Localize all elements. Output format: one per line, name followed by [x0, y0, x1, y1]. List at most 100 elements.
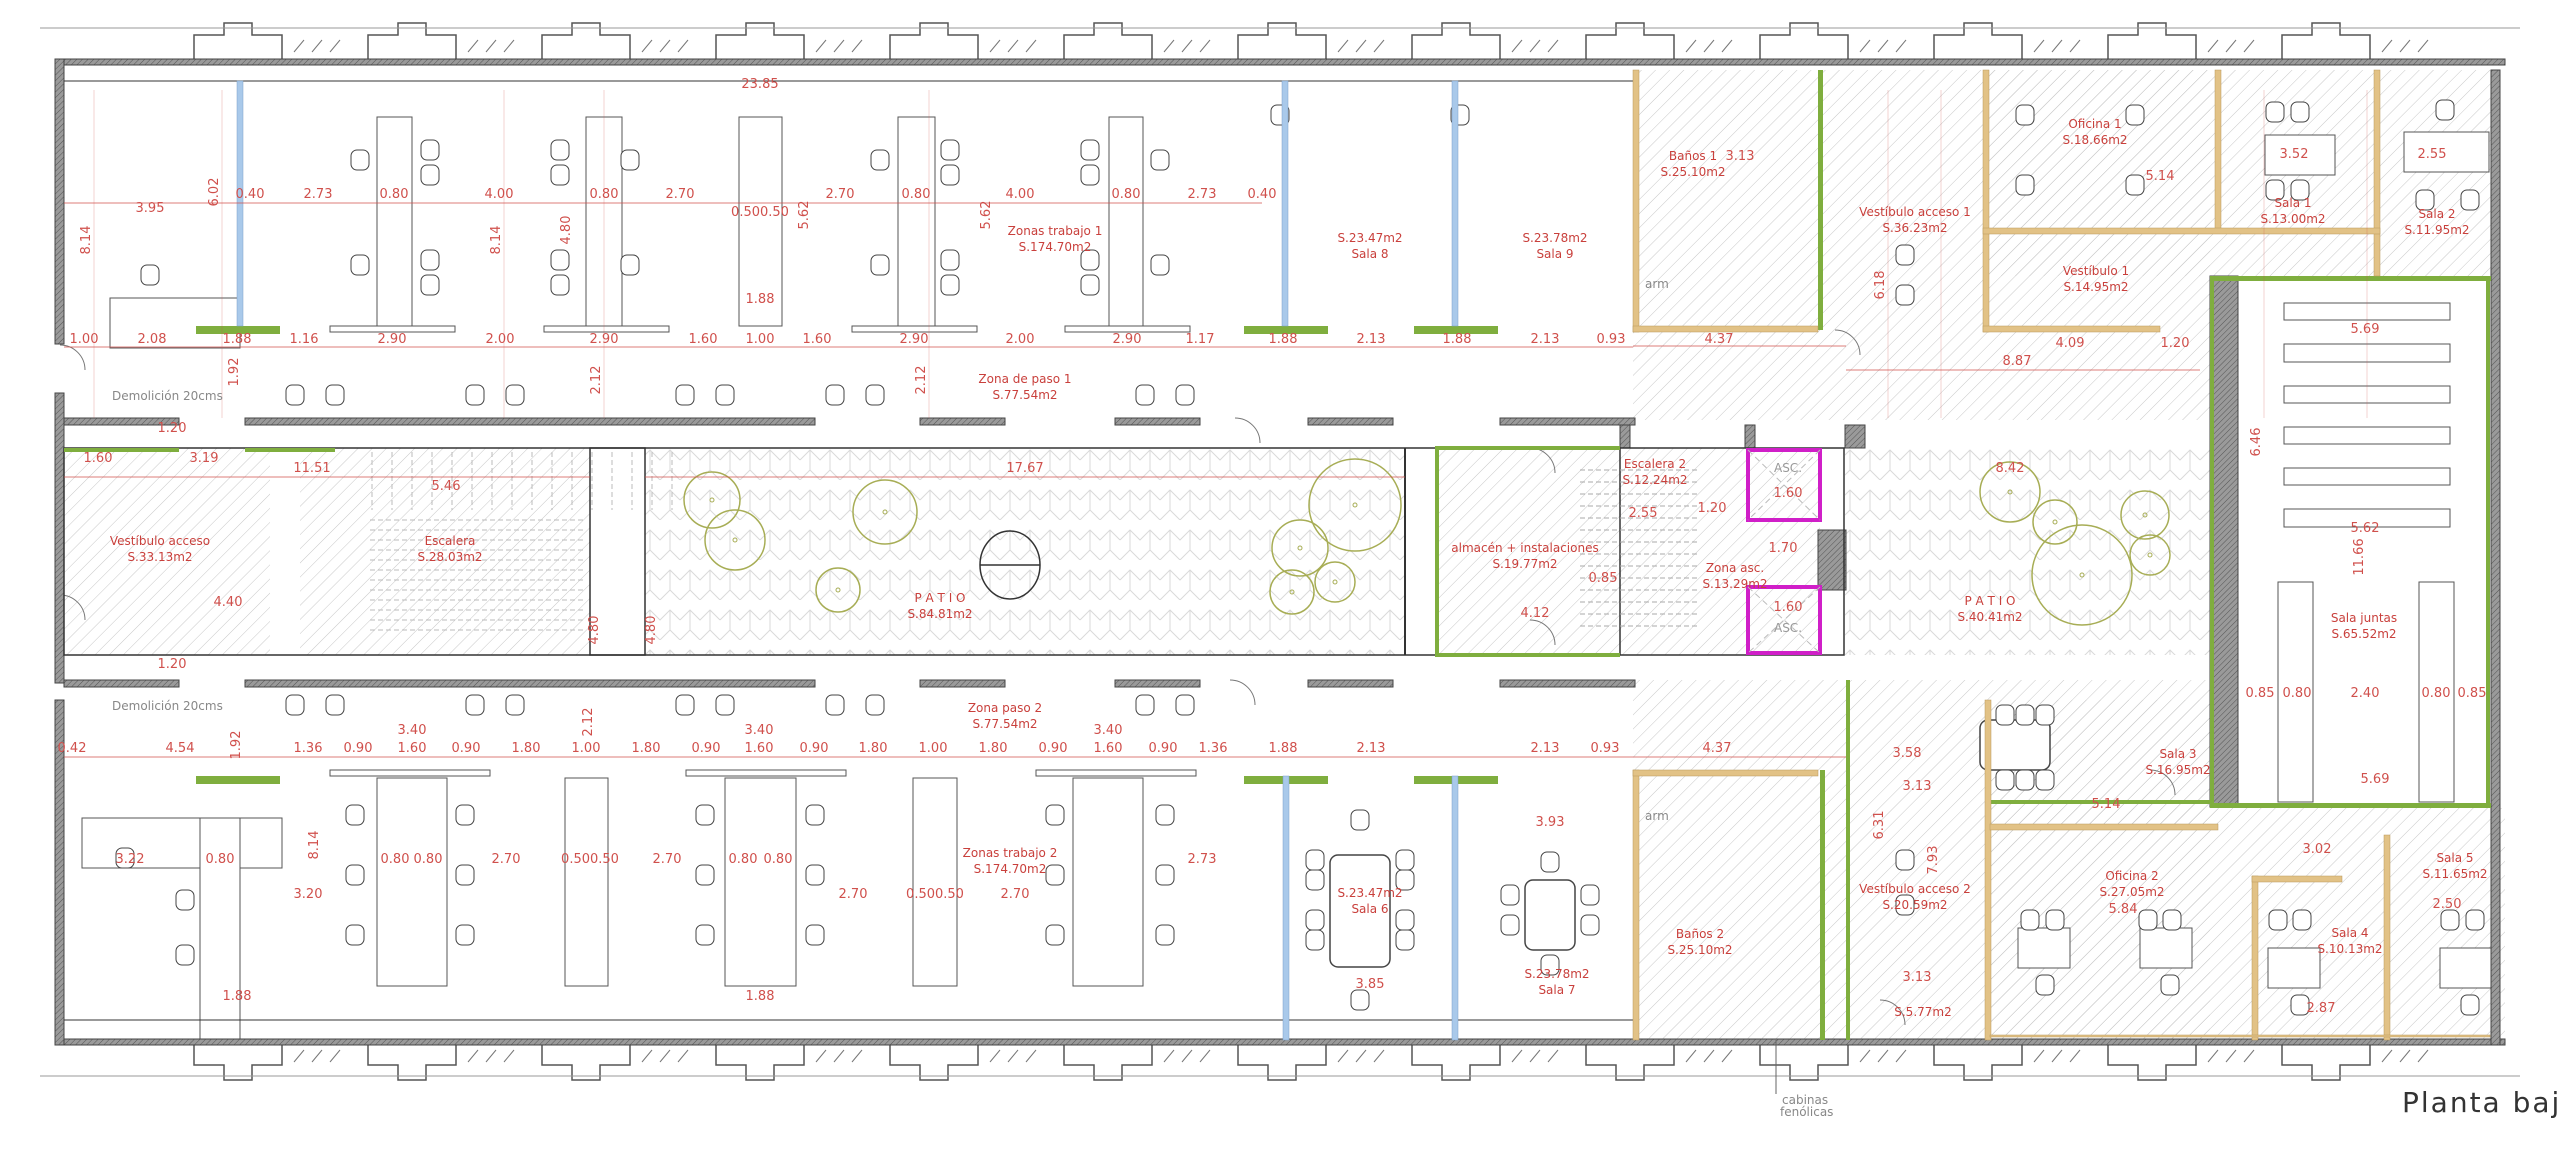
wall-segment — [1619, 424, 1631, 449]
tree-trunk-icon — [2142, 512, 2148, 518]
dimension-label: 3.85 — [1356, 977, 1385, 992]
room-area: S.5.77m2 — [1894, 1005, 1951, 1019]
window-icon — [1511, 1049, 1523, 1063]
demolition-note-top: Demolición 20cms — [112, 389, 223, 403]
notes: Demolición 20cms Demolición 20cms cabina… — [112, 277, 2560, 1119]
window-icon — [659, 39, 671, 53]
desk — [199, 817, 241, 1059]
chair-icon — [1045, 924, 1065, 946]
chair-icon — [350, 254, 370, 276]
room-name: Vestíbulo acceso 2 — [1859, 882, 1971, 896]
chair-icon — [805, 804, 825, 826]
facade-pier-top — [1237, 22, 1327, 59]
dimension-label: 2.12 — [914, 366, 929, 395]
chair-icon — [2290, 101, 2310, 123]
facade-pier-bottom — [889, 1045, 979, 1081]
desk — [376, 116, 413, 327]
tree-trunk-icon — [1352, 502, 1358, 508]
window-icon — [2225, 39, 2237, 53]
chair-icon — [1155, 804, 1175, 826]
desk — [2264, 134, 2336, 176]
dimension-label: 5.69 — [2361, 772, 2390, 787]
chair-icon — [1995, 769, 2015, 791]
room-area: S.11.95m2 — [2404, 223, 2469, 237]
dimension-label: 5.62 — [797, 201, 812, 230]
dimension-label: 1.00 — [919, 741, 948, 756]
dimension-label: 2.90 — [900, 332, 929, 347]
room-area: S.10.13m2 — [2317, 942, 2382, 956]
facade-pier-top — [193, 22, 283, 59]
window-icon — [2399, 1049, 2411, 1063]
facade-pier-top — [541, 22, 631, 59]
new-wall-green — [1820, 770, 1825, 1040]
dimension-label: 0.90 — [452, 741, 481, 756]
door-swing-icon — [2149, 769, 2176, 796]
chair-icon — [550, 164, 570, 186]
dimension-label: 1.88 — [1269, 332, 1298, 347]
facade-pier-bottom — [1411, 1045, 1501, 1081]
room-name: S.23.47m2 — [1337, 231, 1402, 245]
glass-partition — [1451, 80, 1459, 327]
dimension-label: 6.31 — [1872, 811, 1887, 840]
room-area: Sala 8 — [1351, 247, 1388, 261]
chair-icon — [2415, 189, 2435, 211]
wall-segment — [1499, 417, 1636, 426]
desk — [329, 769, 491, 777]
new-wall-green — [64, 448, 179, 452]
dimension-label: 5.14 — [2146, 169, 2175, 184]
wall-segment — [1844, 424, 1866, 449]
chair-icon — [695, 804, 715, 826]
storage-label-2: arm — [1645, 809, 1669, 823]
window-icon — [2033, 1049, 2045, 1063]
room-area: S.18.66m2 — [2062, 133, 2127, 147]
dimension-label: 4.80 — [559, 216, 574, 245]
tree-trunk-icon — [2079, 572, 2085, 578]
chair-icon — [325, 384, 345, 406]
window-icon — [1685, 39, 1697, 53]
demolition-note-bottom: Demolición 20cms — [112, 699, 223, 713]
tree-icon — [1314, 561, 1356, 603]
dimension-label: 2.70 — [492, 852, 521, 867]
chair-icon — [805, 924, 825, 946]
desk — [81, 817, 283, 869]
facade-pier-bottom — [1063, 1045, 1153, 1081]
window-icon — [1025, 1049, 1037, 1063]
room-name: Sala 2 — [2418, 207, 2455, 221]
dimension-label: 4.37 — [1703, 741, 1732, 756]
walls — [40, 22, 2520, 1081]
tree-icon — [2032, 499, 2078, 545]
facade-pier-bottom — [1933, 1045, 2023, 1081]
window-icon — [2207, 1049, 2219, 1063]
room-area: S.13.00m2 — [2260, 212, 2325, 226]
partition-tan — [2214, 69, 2222, 231]
partition-tan — [1982, 69, 1990, 333]
dimension-label: 2.00 — [486, 332, 515, 347]
vestibule-fill — [64, 448, 270, 655]
chair-icon — [2460, 994, 2480, 1016]
chair-icon — [715, 694, 735, 716]
chair-icon — [2035, 769, 2055, 791]
wall-segment — [919, 679, 1006, 688]
desk — [912, 777, 958, 987]
chair-icon — [550, 274, 570, 296]
room-name: P A T I O — [1964, 594, 2015, 608]
lift-shaft — [1746, 585, 1822, 655]
chair-icon — [2268, 909, 2288, 931]
dimension-label: 0.500.50 — [906, 887, 964, 902]
chair-icon — [2435, 99, 2455, 121]
room-name: Escalera 2 — [1624, 457, 1686, 471]
dimension-label: 1.20 — [158, 657, 187, 672]
dimension-label: 2.40 — [2351, 686, 2380, 701]
room-area: S.25.10m2 — [1660, 165, 1725, 179]
room-name: S.23.78m2 — [1522, 231, 1587, 245]
room-area: S.13.29m2 — [1702, 577, 1767, 591]
dimension-label: 6.18 — [1873, 271, 1888, 300]
chair-icon — [285, 384, 305, 406]
chair-icon — [940, 164, 960, 186]
facade-pier-bottom — [1237, 1045, 1327, 1081]
window-icon — [1373, 1049, 1385, 1063]
chair-icon — [805, 864, 825, 886]
cabinas-note-line1: cabinas — [1782, 1093, 1828, 1107]
dimension-label: 1.00 — [70, 332, 99, 347]
window-icon — [2381, 1049, 2393, 1063]
